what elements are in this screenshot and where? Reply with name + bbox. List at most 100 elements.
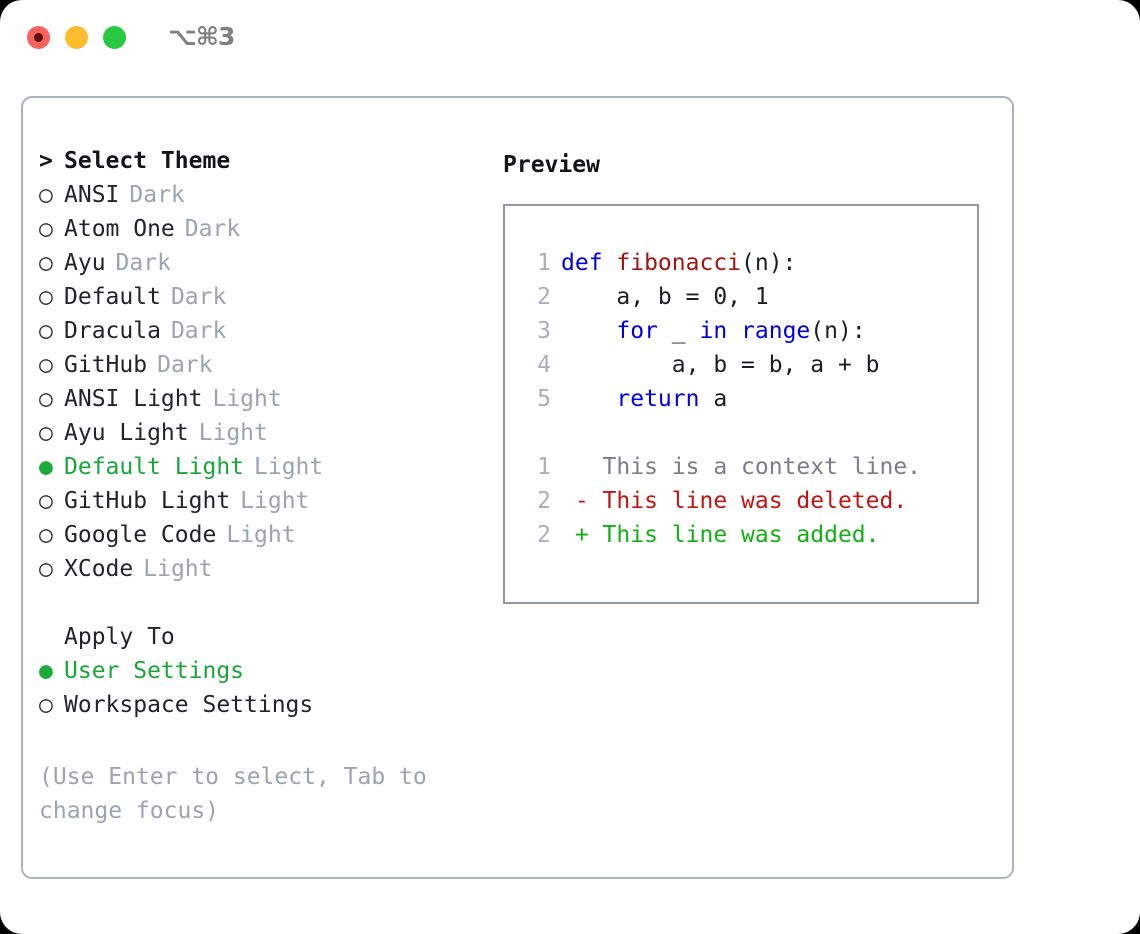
code-token-plain: _ bbox=[671, 318, 700, 344]
code-diff-separator bbox=[523, 420, 977, 454]
keyboard-shortcut-label: ⌥⌘3 bbox=[168, 22, 235, 51]
radio-unselected-icon: ○ bbox=[39, 522, 53, 548]
theme-variant-badge: Dark bbox=[170, 284, 227, 310]
code-line: 3 for _ in range(n): bbox=[523, 318, 977, 352]
code-token-kw: def bbox=[561, 250, 617, 276]
theme-variant-badge: Light bbox=[254, 454, 324, 480]
radio-unselected-icon: ○ bbox=[39, 284, 53, 310]
apply-to-list: ●User Settings○ Workspace Settings bbox=[39, 658, 499, 726]
diff-line: 2 + This line was added. bbox=[523, 522, 977, 556]
line-number: 5 bbox=[537, 386, 551, 412]
theme-name: GitHub bbox=[64, 352, 148, 378]
code-token-plain: a, b = b, a + b bbox=[561, 352, 880, 378]
title-bar: ⌥⌘3 bbox=[0, 0, 1140, 78]
diff-sample: 1 This is a context line. 2 - This line w… bbox=[523, 454, 977, 556]
radio-unselected-icon: ○ bbox=[39, 250, 53, 276]
code-text: a, b = 0, 1 bbox=[561, 284, 769, 310]
apply-to-item[interactable]: ○ Workspace Settings bbox=[39, 692, 499, 726]
line-number: 3 bbox=[537, 318, 551, 344]
code-token-kw: return bbox=[616, 386, 714, 412]
theme-name: ANSI Light bbox=[64, 386, 203, 412]
radio-unselected-icon: ○ bbox=[39, 182, 53, 208]
apply-to-marker-placeholder bbox=[39, 624, 64, 650]
radio-unselected-icon: ○ bbox=[39, 386, 53, 412]
apply-to-label: Workspace Settings bbox=[64, 692, 314, 718]
theme-name: ANSI bbox=[64, 182, 120, 208]
code-line: 2 a, b = 0, 1 bbox=[523, 284, 977, 318]
code-token-kw: in bbox=[699, 318, 742, 344]
theme-variant-badge: Dark bbox=[129, 182, 185, 208]
code-line: 4 a, b = b, a + b bbox=[523, 352, 977, 386]
radio-unselected-icon: ○ bbox=[39, 488, 53, 514]
theme-variant-badge: Dark bbox=[157, 352, 213, 378]
theme-list-item[interactable]: ○ Atom One Dark bbox=[39, 216, 499, 250]
code-token-plain: (n): bbox=[810, 318, 866, 344]
apply-to-label: User Settings bbox=[64, 658, 245, 684]
theme-variant-badge: Light bbox=[240, 488, 310, 514]
code-token-fn: fibonacci bbox=[616, 250, 742, 276]
theme-name: Ayu bbox=[64, 250, 106, 276]
apply-to-item[interactable]: ●User Settings bbox=[39, 658, 499, 692]
radio-unselected-icon: ○ bbox=[39, 352, 53, 378]
theme-list-item[interactable]: ○ Google Code Light bbox=[39, 522, 499, 556]
theme-list-item[interactable]: ○ ANSI Dark bbox=[39, 182, 499, 216]
diff-text-del: - This line was deleted. bbox=[561, 488, 908, 514]
theme-name: XCode bbox=[64, 556, 134, 582]
theme-list-item[interactable]: ○ ANSI Light Light bbox=[39, 386, 499, 420]
code-text: a, b = b, a + b bbox=[561, 352, 880, 378]
minimize-button-icon[interactable] bbox=[65, 26, 88, 49]
window-controls bbox=[27, 26, 126, 49]
diff-text-add: + This line was added. bbox=[561, 522, 880, 548]
code-line: 5 return a bbox=[523, 386, 977, 420]
theme-name: Ayu Light bbox=[64, 420, 189, 446]
apply-to-header: Apply To bbox=[39, 624, 499, 658]
list-spacer bbox=[39, 590, 499, 624]
theme-list-item[interactable]: ○ GitHub Light Light bbox=[39, 488, 499, 522]
theme-variant-badge: Dark bbox=[115, 250, 171, 276]
radio-unselected-icon: ○ bbox=[39, 692, 53, 718]
preview-title: Preview bbox=[503, 152, 600, 178]
theme-variant-badge: Light bbox=[198, 420, 268, 446]
diff-text-ctx: This is a context line. bbox=[561, 454, 922, 480]
theme-name: Default bbox=[64, 284, 161, 310]
code-text: return a bbox=[561, 386, 727, 412]
code-text: for _ in range(n): bbox=[561, 318, 866, 344]
theme-list-item[interactable]: ○ Default Dark bbox=[39, 284, 499, 318]
theme-name: Default Light bbox=[64, 454, 245, 480]
theme-list-item[interactable]: ○ GitHub Dark bbox=[39, 352, 499, 386]
theme-name: GitHub Light bbox=[64, 488, 231, 514]
line-number: 1 bbox=[537, 454, 551, 480]
code-token-kw: range bbox=[741, 318, 811, 344]
line-number: 2 bbox=[537, 522, 551, 548]
theme-name: Google Code bbox=[64, 522, 217, 548]
theme-variant-badge: Light bbox=[212, 386, 282, 412]
line-number: 4 bbox=[537, 352, 551, 378]
theme-variant-badge: Light bbox=[226, 522, 296, 548]
close-button-icon[interactable] bbox=[27, 26, 50, 49]
zoom-button-icon[interactable] bbox=[103, 26, 126, 49]
theme-name: Atom One bbox=[64, 216, 175, 242]
theme-list-item[interactable]: ○ Ayu Dark bbox=[39, 250, 499, 284]
code-token-plain: a, b = 0, 1 bbox=[561, 284, 769, 310]
select-theme-header: > Select Theme bbox=[39, 148, 499, 182]
theme-name: Dracula bbox=[64, 318, 161, 344]
keyboard-hint: (Use Enter to select, Tab to change focu… bbox=[39, 764, 427, 824]
code-token-plain bbox=[561, 386, 616, 412]
theme-variant-badge: Dark bbox=[184, 216, 241, 242]
radio-unselected-icon: ○ bbox=[39, 216, 53, 242]
code-text: def fibonacci(n): bbox=[561, 250, 796, 276]
code-token-plain: a bbox=[713, 386, 728, 412]
code-token-plain bbox=[561, 318, 616, 344]
